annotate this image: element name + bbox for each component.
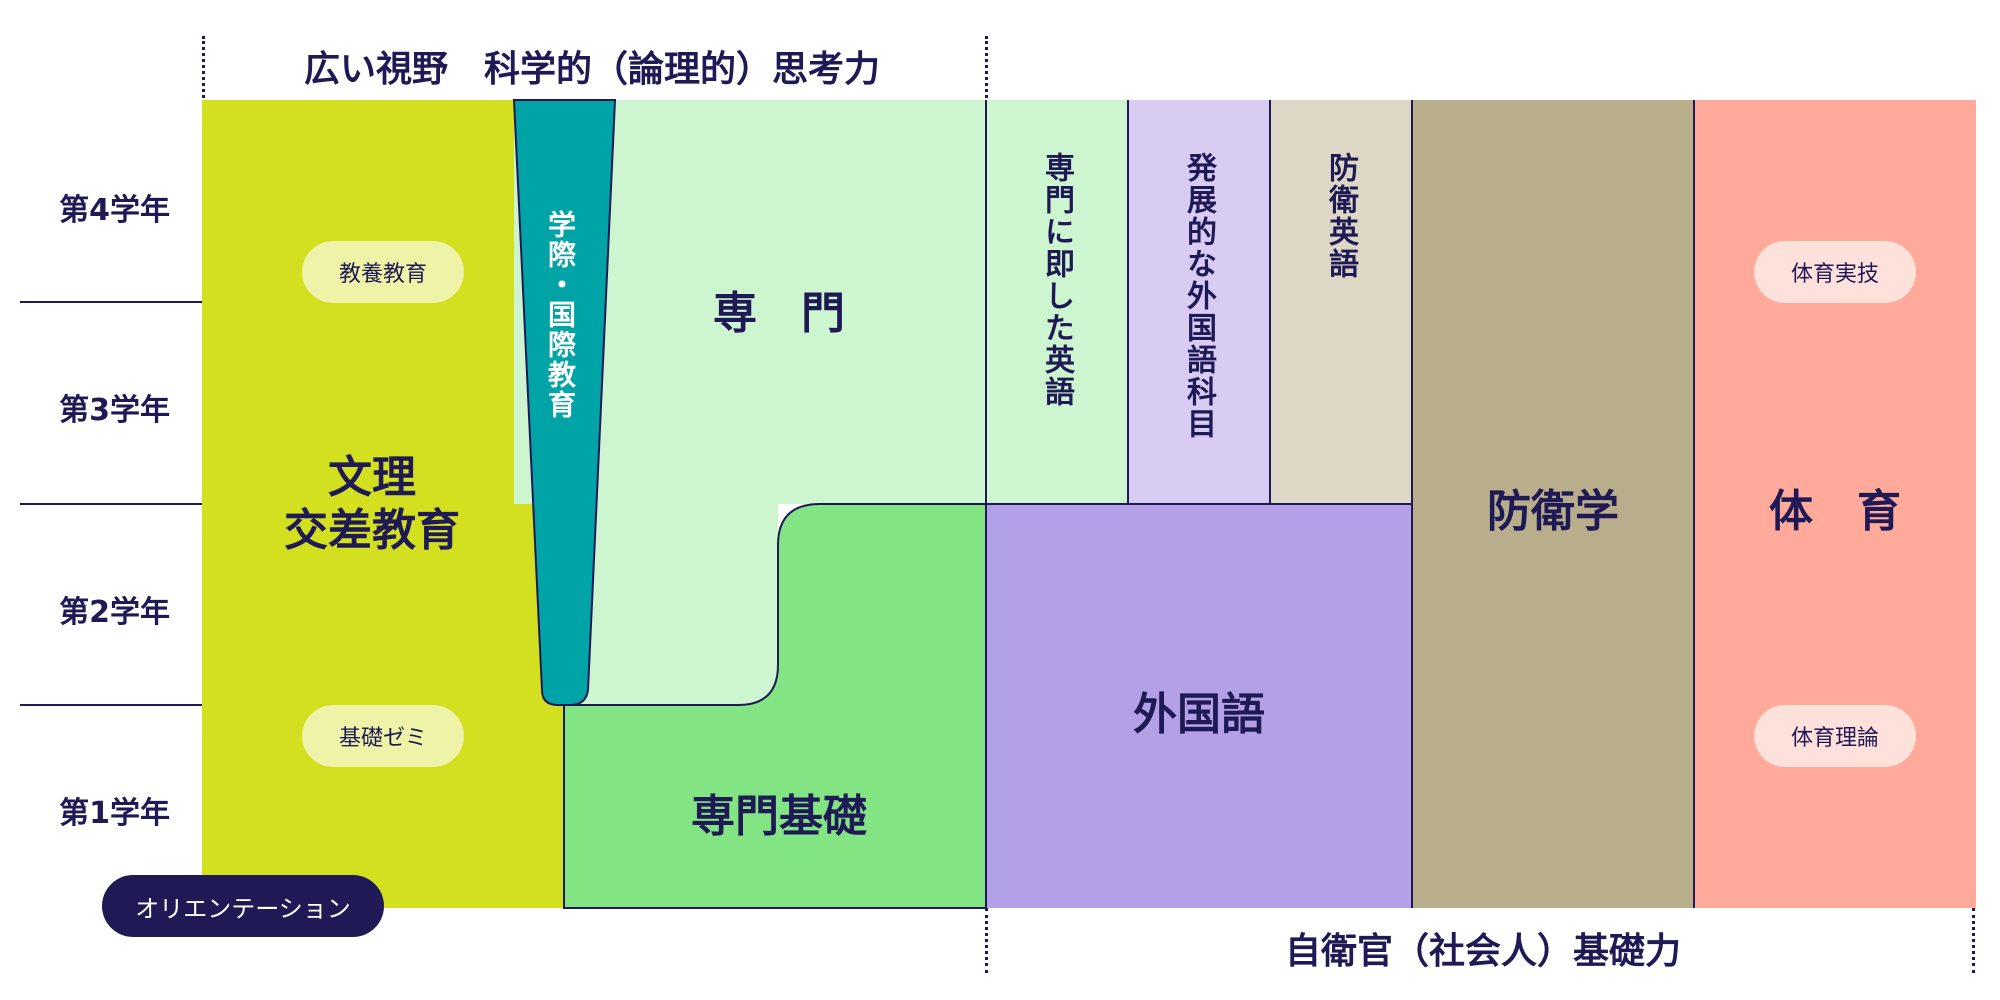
divider-advanced-defense-english: [1269, 100, 1271, 504]
defense-english-label: 防衛英語: [1323, 152, 1358, 280]
year-divider-4-3: [20, 301, 202, 303]
foreign-language-block: [986, 504, 1412, 908]
pe-label: 体 育: [1769, 486, 1901, 537]
english-major-label: 専門に即した英語: [1039, 152, 1074, 408]
top-header-label: 広い視野 科学的（論理的）思考力: [304, 49, 881, 90]
major-basic-label: 専門基礎: [691, 791, 867, 842]
defense-studies-block: [1412, 100, 1694, 908]
international-education-label: 学際・国際教育: [544, 210, 577, 420]
liberal-arts-block: [202, 100, 564, 908]
year-label-2: 第2学年: [59, 595, 170, 630]
divider-defense-pe: [1693, 100, 1695, 908]
pe-block: [1694, 100, 1976, 908]
bottom-middle-dotted-guide: [985, 908, 988, 973]
divider-foreign-top: [986, 503, 1412, 505]
defense-studies-label: 防衛学: [1487, 486, 1619, 537]
top-middle-dotted-guide: [985, 36, 988, 98]
advanced-foreign-label: 発展的な外国語科目: [1181, 152, 1216, 440]
orientation-pill: オリエンテーション: [102, 875, 384, 937]
bottom-header-label: 自衛官（社会人）基礎力: [1285, 931, 1682, 972]
advanced-foreign-block: [1128, 100, 1270, 504]
general-education-pill: 教養教育: [302, 241, 464, 303]
year-label-3: 第3学年: [59, 393, 170, 428]
bottom-right-dotted-guide: [1972, 908, 1975, 973]
major-lower-left-block: [564, 504, 778, 705]
international-education-wedge: [512, 99, 617, 706]
year-divider-3-2: [20, 503, 202, 505]
major-basic-block: [563, 503, 987, 909]
liberal-arts-label: 文理 交差教育: [284, 452, 460, 556]
english-major-block: [986, 100, 1128, 504]
year-label-4: 第4学年: [59, 193, 170, 228]
year-label-1: 第1学年: [59, 796, 170, 831]
divider-foreign-defense: [1411, 100, 1413, 908]
foreign-language-label: 外国語: [1133, 689, 1265, 740]
major-label: 専 門: [713, 288, 845, 339]
pe-theory-pill: 体育理論: [1754, 705, 1916, 767]
year-divider-2-1: [20, 704, 202, 706]
defense-english-block: [1270, 100, 1412, 504]
pe-practice-pill: 体育実技: [1754, 241, 1916, 303]
basic-seminar-pill: 基礎ゼミ: [302, 705, 464, 767]
divider-english-advanced: [1127, 100, 1129, 504]
top-left-dotted-guide: [202, 36, 205, 98]
